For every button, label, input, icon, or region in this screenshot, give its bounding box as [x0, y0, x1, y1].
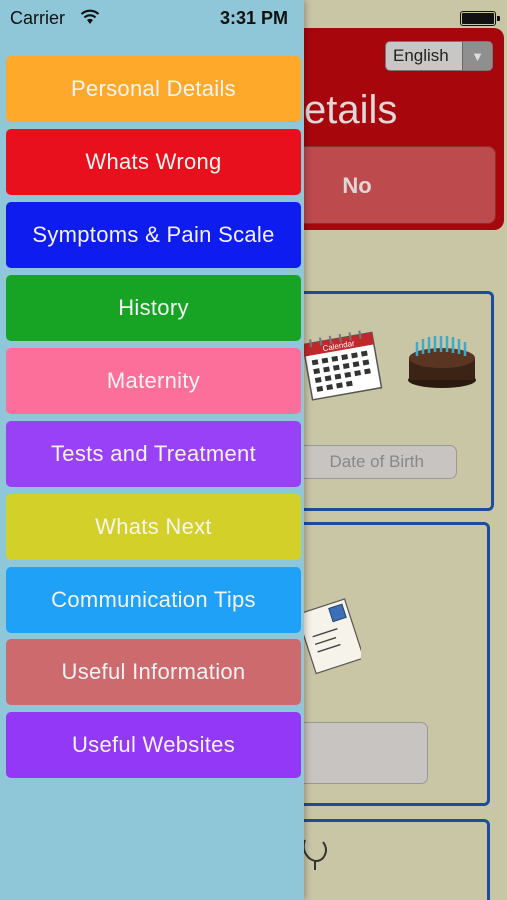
- page-title: etails: [304, 88, 398, 132]
- calendar-icon: Calendar: [301, 330, 383, 401]
- status-bar: Carrier 3:31 PM: [0, 0, 507, 34]
- menu-item-communication-tips[interactable]: Communication Tips: [6, 567, 301, 633]
- menu-item-maternity[interactable]: Maternity: [6, 348, 301, 414]
- language-select[interactable]: English ▼: [385, 41, 493, 71]
- envelope-icon: [301, 598, 361, 675]
- menu-item-history[interactable]: History: [6, 275, 301, 341]
- menu-item-tests-and-treatment[interactable]: Tests and Treatment: [6, 421, 301, 487]
- menu-item-useful-websites[interactable]: Useful Websites: [6, 712, 301, 778]
- carrier-label: Carrier: [10, 8, 66, 28]
- clock: 3:31 PM: [220, 8, 289, 28]
- date-of-birth-field[interactable]: Date of Birth: [292, 445, 457, 479]
- address-card: [284, 522, 490, 806]
- chevron-down-icon: ▼: [462, 42, 492, 70]
- medical-card: [284, 819, 490, 900]
- no-button-label: No: [342, 173, 372, 198]
- birthday-cake-icon: [408, 336, 476, 388]
- wifi-icon: [80, 9, 100, 24]
- menu-item-symptoms-pain-scale[interactable]: Symptoms & Pain Scale: [6, 202, 301, 268]
- menu-item-whats-wrong[interactable]: Whats Wrong: [6, 129, 301, 195]
- battery-icon: [460, 11, 500, 26]
- address-field[interactable]: [292, 722, 428, 784]
- stethoscope-icon: [302, 839, 327, 870]
- menu-item-personal-details[interactable]: Personal Details: [6, 56, 301, 122]
- menu-item-whats-next[interactable]: Whats Next: [6, 494, 301, 560]
- no-button[interactable]: No: [280, 146, 496, 224]
- menu-item-useful-information[interactable]: Useful Information: [6, 639, 301, 705]
- language-label: English: [393, 46, 449, 65]
- side-menu: Personal Details Whats Wrong Symptoms & …: [0, 0, 304, 900]
